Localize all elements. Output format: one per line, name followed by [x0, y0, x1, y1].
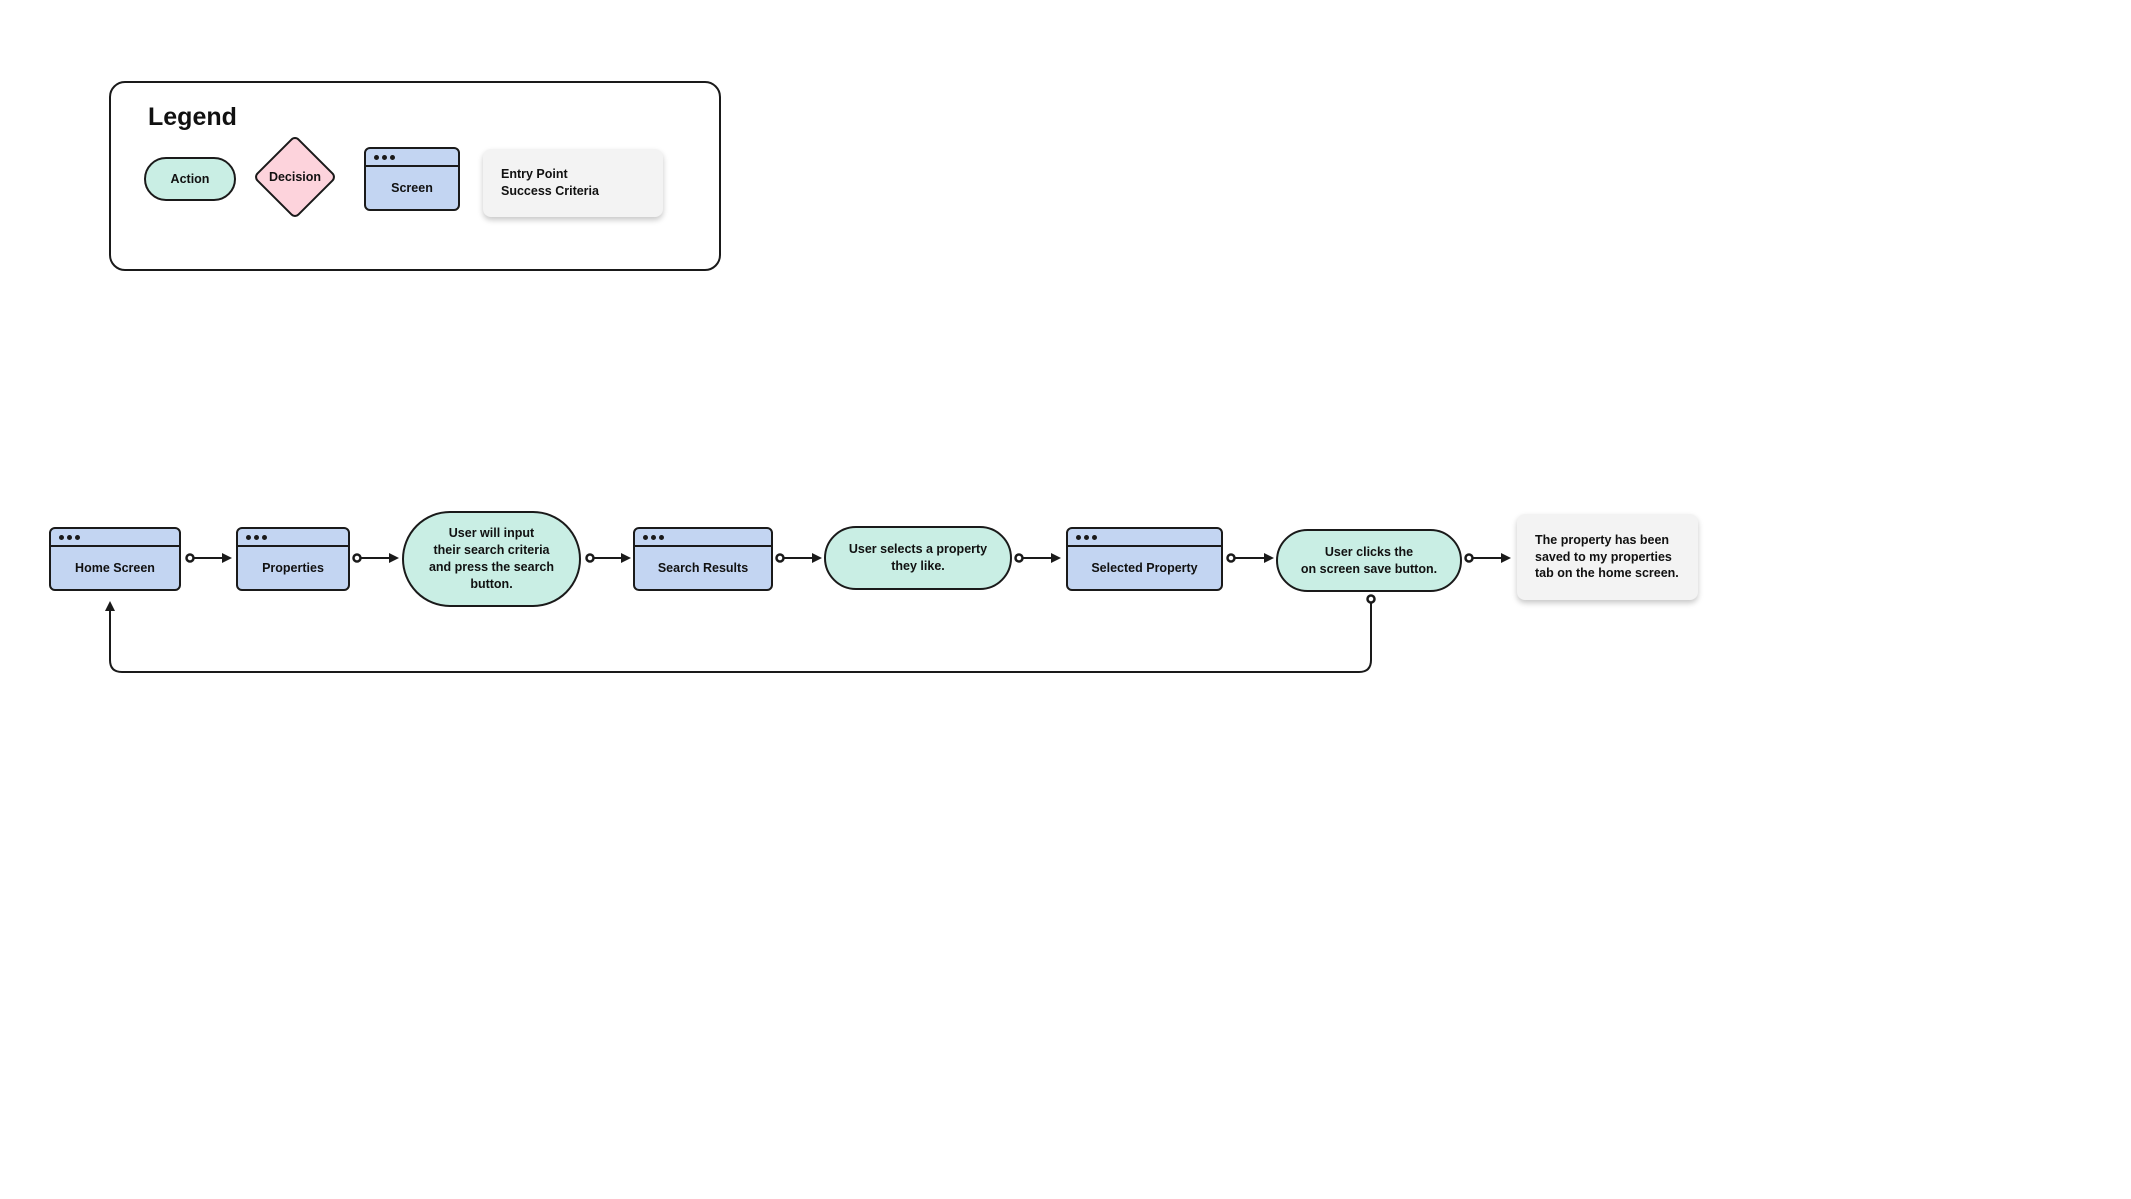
- legend-note-line1: Entry Point: [501, 167, 568, 182]
- properties-label: Properties: [262, 561, 324, 575]
- selected-property-label: Selected Property: [1091, 561, 1198, 575]
- window-dots-icon: [643, 533, 667, 541]
- home-screen-label: Home Screen: [75, 561, 155, 575]
- legend-note-shape: Entry Point Success Criteria: [483, 149, 663, 217]
- legend-decision-label: Decision: [268, 170, 322, 184]
- window-dots-icon: [374, 153, 398, 161]
- selected-property-node: Selected Property: [1066, 527, 1223, 591]
- window-dots-icon: [1076, 533, 1100, 541]
- input-action-line2: their search criteria: [433, 543, 550, 558]
- window-titlebar: [1068, 529, 1221, 547]
- legend-note-line2: Success Criteria: [501, 184, 599, 198]
- window-dots-icon: [59, 533, 83, 541]
- home-screen-node: Home Screen: [49, 527, 181, 591]
- legend-screen-label: Screen: [391, 181, 433, 195]
- select-property-action-node: User selects a property they like.: [824, 526, 1012, 590]
- arrow-save-back-to-home: [105, 599, 1372, 673]
- legend-action-shape: Action: [144, 157, 236, 201]
- success-note-line3: tab on the home screen.: [1535, 566, 1679, 581]
- select-action-line2: they like.: [891, 559, 945, 573]
- input-action-line1: User will input: [448, 526, 535, 541]
- save-action-node: User clicks the on screen save button.: [1276, 529, 1462, 592]
- window-titlebar: [238, 529, 348, 547]
- input-action-line4: button.: [470, 576, 513, 591]
- success-criteria-note: The property has been saved to my proper…: [1517, 514, 1698, 600]
- properties-node: Properties: [236, 527, 350, 591]
- save-action-line1: User clicks the: [1324, 544, 1414, 559]
- legend-decision-shape: Decision: [252, 134, 338, 220]
- save-action-line2: on screen save button.: [1300, 561, 1438, 576]
- input-action-line3: and press the search: [428, 560, 555, 574]
- legend-title: Legend: [148, 103, 237, 131]
- success-note-line2: saved to my properties: [1535, 549, 1672, 564]
- legend-screen-shape: Screen: [364, 147, 460, 211]
- window-titlebar: [366, 149, 458, 167]
- select-action-line1: User selects a property: [848, 542, 988, 557]
- legend-action-label: Action: [170, 171, 210, 186]
- window-titlebar: [51, 529, 179, 547]
- search-results-label: Search Results: [657, 561, 749, 575]
- success-note-line1: The property has been: [1535, 532, 1670, 547]
- input-search-action-node: User will input their search criteria an…: [402, 511, 581, 607]
- window-titlebar: [635, 529, 771, 547]
- window-dots-icon: [246, 533, 270, 541]
- search-results-node: Search Results: [633, 527, 773, 591]
